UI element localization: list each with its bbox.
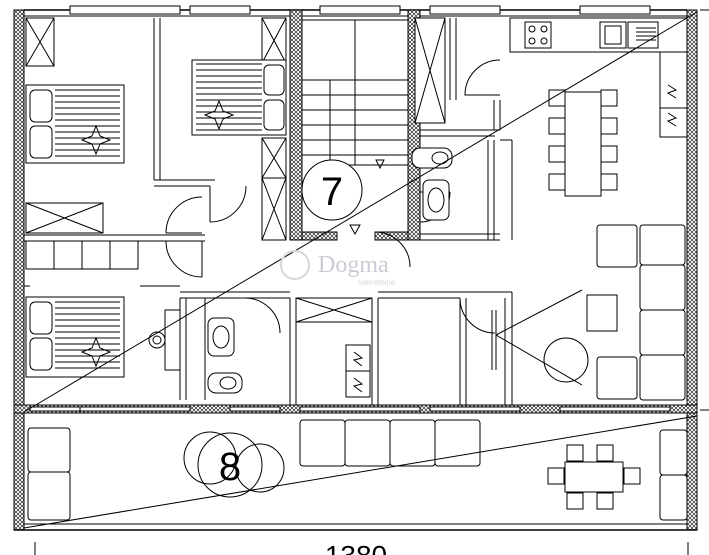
dimension-width: 1380	[325, 540, 387, 555]
bed-upper-middle	[191, 59, 287, 136]
room-label-8: 8	[197, 432, 263, 498]
living-room	[495, 224, 686, 401]
dining-table-indoor	[548, 89, 618, 197]
bed-upper-left	[25, 84, 125, 164]
room-number-8: 8	[219, 445, 241, 489]
terrace-furniture	[27, 419, 688, 521]
room-label-7: 7	[301, 159, 363, 221]
top-windows	[69, 5, 651, 15]
watermark: Dogma nekretnine	[280, 250, 396, 287]
interior-walls	[24, 17, 513, 405]
watermark-brand: Dogma	[318, 252, 389, 278]
room-number-7: 7	[321, 170, 343, 214]
doors	[165, 59, 501, 334]
watermark-sub: nekretnine	[358, 278, 396, 287]
bed-lower-left	[25, 296, 125, 378]
terrace-wall	[13, 404, 698, 414]
bathroom-fixtures	[148, 147, 453, 394]
diagonal-lines	[23, 11, 698, 529]
dimensions: 1380 850 340	[34, 9, 709, 555]
